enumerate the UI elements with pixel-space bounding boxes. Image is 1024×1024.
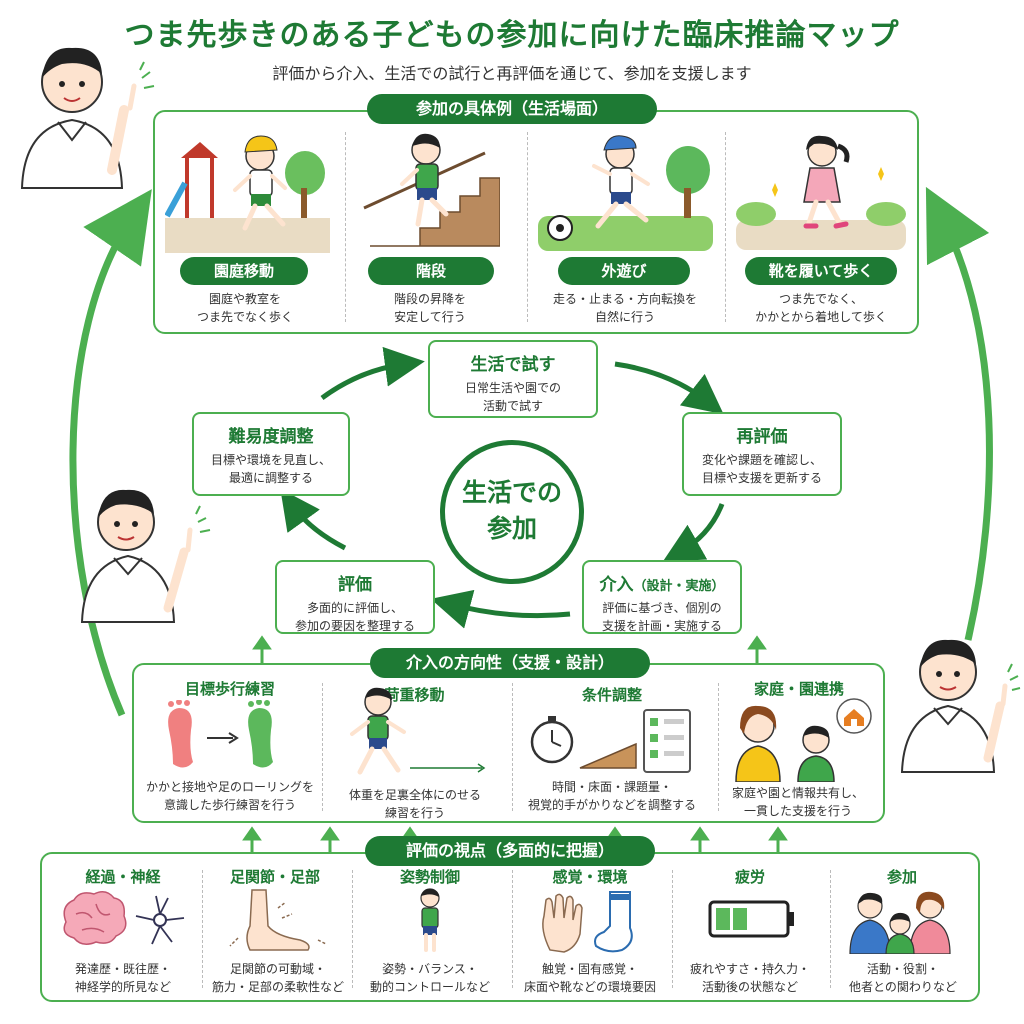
perspective-title-ankle-foot: 足関節・足部: [229, 868, 320, 886]
perspective-desc-participation: 活動・役割・他者との関わりなど: [849, 962, 957, 994]
family-group-icon: [849, 891, 951, 954]
outer-arrow-right: [925, 186, 993, 641]
perspective-title-history-neuro: 経過・神経: [85, 868, 161, 886]
perspective-title-fatigue: 疲労: [734, 868, 765, 886]
intervention-directions-heading: 介入の方向性（支援・設計）: [370, 648, 650, 678]
center-participation-circle: 生活での 参加: [440, 440, 584, 584]
evaluation-perspectives-heading: 評価の視点（多面的に把握）: [365, 836, 655, 866]
perspective-title-sensory-environment: 感覚・環境: [552, 868, 628, 886]
cycle-node-intervention: 介入（設計・実施） 評価に基づき、個別の支援を計画・実施する: [582, 560, 742, 634]
participation-examples-heading: 参加の具体例（生活場面）: [367, 94, 657, 124]
clinician-figure-middle-left: [80, 489, 211, 623]
family-collaboration-illustration: [735, 698, 872, 782]
footprints-icon: [168, 700, 273, 768]
direction-desc-gait-practice: かかと接地や足のローリングを意識した歩行練習を行う: [145, 780, 314, 812]
direction-desc-condition-adjustment: 時間・床面・課題量・視覚的手がかりなどを調整する: [527, 780, 696, 812]
direction-title-gait-practice: 目標歩行練習: [184, 680, 275, 698]
example-desc-outdoor: 走る・止まる・方向転換を自然に行う: [552, 292, 697, 324]
shoe-walking-illustration: [736, 135, 906, 250]
perspective-title-postural-control: 姿勢制御: [399, 868, 460, 886]
example-desc-yard: 園庭や教室をつま先でなく歩く: [196, 292, 293, 324]
direction-title-home-school-collaboration: 家庭・園連携: [753, 680, 844, 698]
example-label-yard: 園庭移動: [180, 257, 308, 285]
outdoor-play-illustration: [538, 135, 713, 251]
stairs-illustration: [363, 133, 500, 247]
page-title: つま先歩きのある子どもの参加に向けた臨床推論マップ: [124, 18, 900, 53]
cycle-node-reevaluation: 再評価 変化や課題を確認し、目標や支援を更新する: [682, 412, 842, 496]
perspective-desc-fatigue: 疲れやすさ・持久力・活動後の状態など: [689, 962, 810, 994]
perspective-desc-sensory-environment: 触覚・固有感覚・床面や靴などの環境要因: [523, 962, 656, 994]
example-desc-stairs: 階段の昇降を安定して行う: [393, 292, 466, 324]
perspective-desc-ankle-foot: 足関節の可動域・筋力・足部の柔軟性など: [211, 962, 344, 994]
playground-walking-illustration: [165, 135, 330, 253]
foot-ankle-icon: [229, 889, 327, 951]
outer-arrow-left: [69, 189, 152, 717]
hand-sock-icon: [542, 891, 633, 953]
perspective-desc-history-neuro: 発達歴・既往歴・神経学的所見など: [74, 962, 171, 994]
cycle-arrow-evaluate-adjust: [280, 488, 347, 551]
clinician-figure-top-left: [20, 47, 155, 189]
example-label-shoes: 靴を履いて歩く: [745, 257, 897, 285]
cycle-arrow-reeval-intervene: [662, 503, 725, 562]
cycle-node-difficulty-adjustment: 難易度調整 目標や環境を見直し、最適に調整する: [192, 412, 350, 496]
example-desc-shoes: つま先でなく、かかとから着地して歩く: [755, 292, 887, 324]
example-label-stairs: 階段: [368, 257, 494, 285]
cycle-node-evaluation: 評価 多面的に評価し、参加の要因を整理する: [275, 560, 435, 634]
perspective-title-participation: 参加: [886, 868, 917, 886]
direction-desc-weight-shift: 体重を足裏全体にのせる練習を行う: [348, 788, 481, 820]
cycle-arrow-intervene-evaluate: [430, 589, 571, 629]
clinician-figure-right: [900, 639, 1021, 773]
timer-ramp-checklist-icons: [530, 709, 691, 773]
brain-neuron-icon: [63, 891, 185, 945]
perspective-desc-postural-control: 姿勢・バランス・動的コントロールなど: [369, 962, 490, 994]
example-label-outdoor: 外遊び: [558, 257, 690, 285]
evaluation-perspectives-panel: [40, 852, 980, 1002]
cycle-arrow-adjust-try: [320, 346, 425, 401]
cycle-arrow-try-reeval: [614, 361, 724, 415]
direction-title-condition-adjustment: 条件調整: [581, 686, 642, 704]
page-subtitle: 評価から介入、生活での試行と再評価を通じて、参加を支援します: [272, 64, 752, 83]
cycle-node-try-in-life: 生活で試す 日常生活や園での活動で試す: [428, 340, 598, 418]
battery-icon: [708, 900, 794, 938]
weight-shift-child-illustration: [350, 687, 486, 775]
standing-child-icon: [420, 888, 440, 952]
direction-title-weight-shift: 荷重移動: [384, 686, 445, 704]
direction-desc-home-school-collaboration: 家庭や園と情報共有し、一貫した支援を行う: [731, 786, 864, 818]
